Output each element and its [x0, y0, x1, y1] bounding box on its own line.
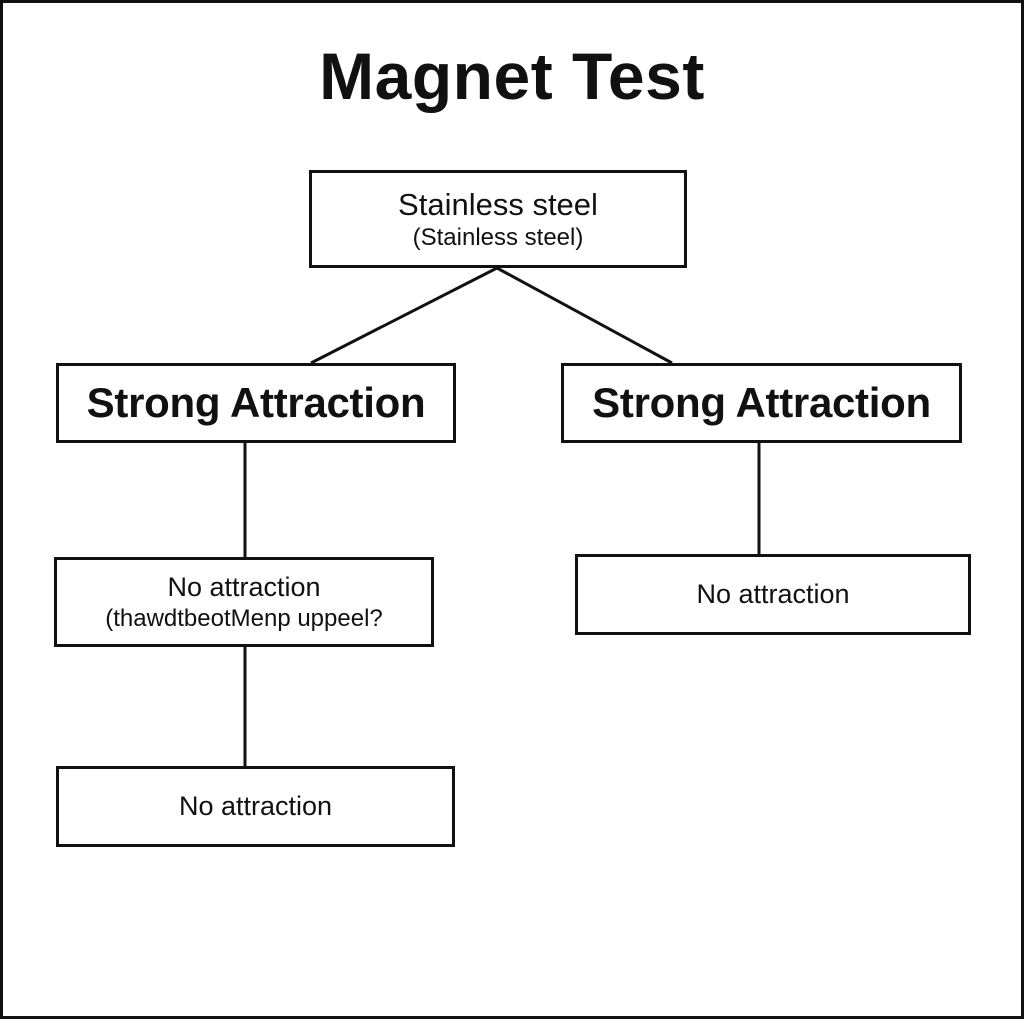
root-node: Stainless steel (Stainless steel): [309, 170, 687, 268]
connector-root-to-left: [310, 266, 498, 365]
right-branch-label: Strong Attraction: [592, 379, 931, 426]
left-child-label: No attraction: [167, 571, 321, 602]
left-grandchild-label: No attraction: [178, 791, 333, 821]
right-branch-node: Strong Attraction: [561, 363, 962, 443]
left-branch-node: Strong Attraction: [56, 363, 456, 443]
diagram-title: Magnet Test: [319, 39, 705, 113]
left-branch-label: Strong Attraction: [86, 379, 426, 426]
left-grandchild-node: No attraction: [56, 766, 455, 847]
left-child-sublabel: (thawdtbeotMenp uppeel?: [105, 604, 383, 632]
right-child-node: No attraction: [575, 554, 971, 635]
right-child-label: No attraction: [696, 579, 850, 609]
root-node-label: Stainless steel: [398, 187, 598, 222]
left-child-node: No attraction (thawdtbeotMenp uppeel?: [54, 557, 434, 647]
connector-root-to-right: [496, 266, 673, 365]
root-node-sublabel: (Stainless steel): [412, 224, 584, 251]
